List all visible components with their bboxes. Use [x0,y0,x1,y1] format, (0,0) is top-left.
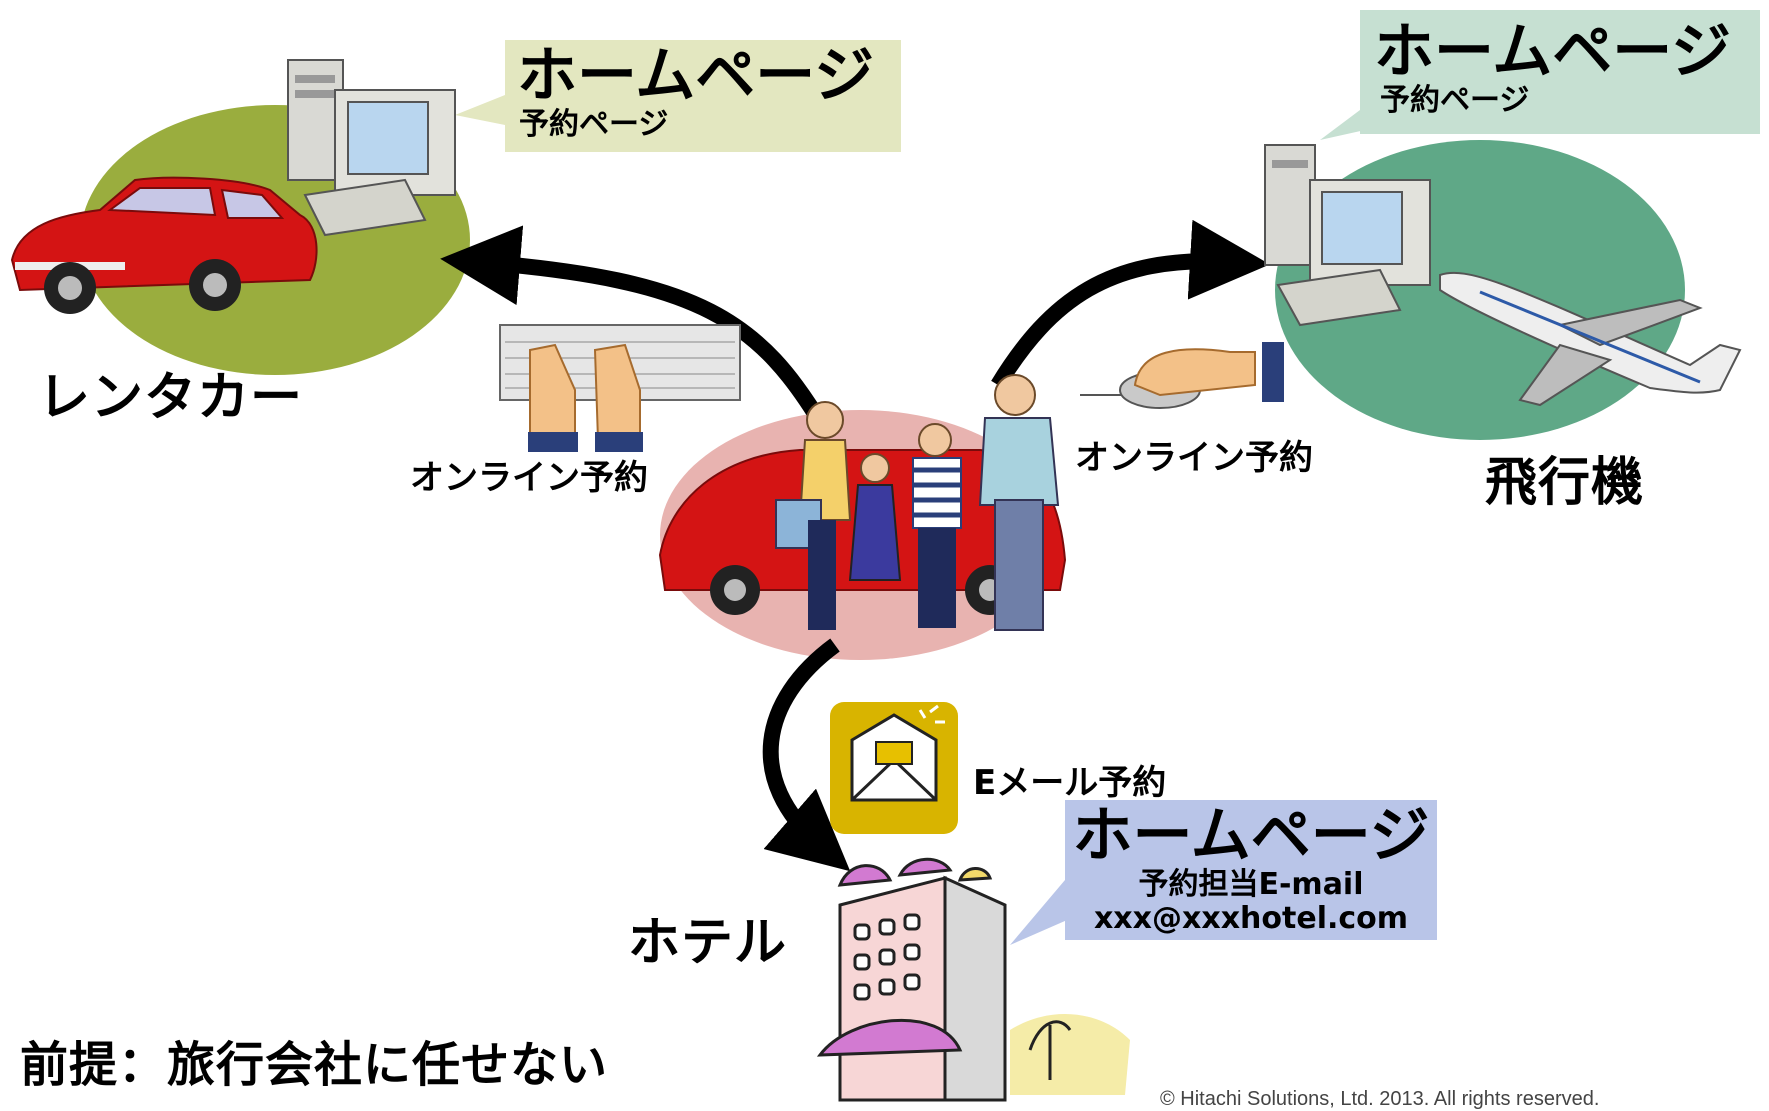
airplane-computer-icon [1264,144,1431,327]
airplane-homepage-subtitle: 予約ページ [1380,83,1530,118]
family-car-icon [658,374,1067,631]
hotel-homepage-email-label: 予約担当E-mail [1138,867,1364,902]
rental-car-homepage-bubble: ホームページ 予約ページ [505,40,901,152]
airplane-online-booking-label: オンライン予約 [1075,438,1313,478]
keyboard-typing-icon [499,324,741,452]
arrow-to-airplane [991,219,1270,390]
rental-car-computer-icon [287,59,456,237]
arrow-to-hotel [762,638,851,872]
mouse-hand-icon [1080,342,1284,409]
rental-car-homepage-subtitle: 予約ページ [519,107,669,142]
premise-text: 前提：旅行会社に任せない [20,1037,609,1093]
airplane-icon [1439,271,1742,407]
hotel-homepage-email-address: xxx@xxxhotel.com [1093,901,1409,936]
hotel-homepage-title: ホームページ [1072,801,1430,871]
rental-car-homepage-title: ホームページ [517,41,874,111]
copyright-text: © Hitachi Solutions, Ltd. 2013. All righ… [1160,1088,1600,1110]
rental-car-label: レンタカー [38,368,304,428]
hotel-email-booking-label: Eメール予約 [973,763,1167,803]
car-bubble-tail [455,95,505,125]
red-car-icon [10,176,318,314]
hotel-label: ホテル [628,913,788,973]
hotel-building-icon [816,857,1130,1102]
arrow-to-rental-car [440,225,832,435]
airplane-label: 飛行機 [1485,453,1645,513]
rental-car-online-booking-label: オンライン予約 [410,458,648,498]
hotel-homepage-bubble: ホームページ 予約担当E-mail xxx@xxxhotel.com [1065,800,1437,940]
airplane-homepage-bubble: ホームページ 予約ページ [1360,10,1760,134]
email-envelope-icon [830,702,958,834]
airplane-homepage-title: ホームページ [1374,17,1731,87]
